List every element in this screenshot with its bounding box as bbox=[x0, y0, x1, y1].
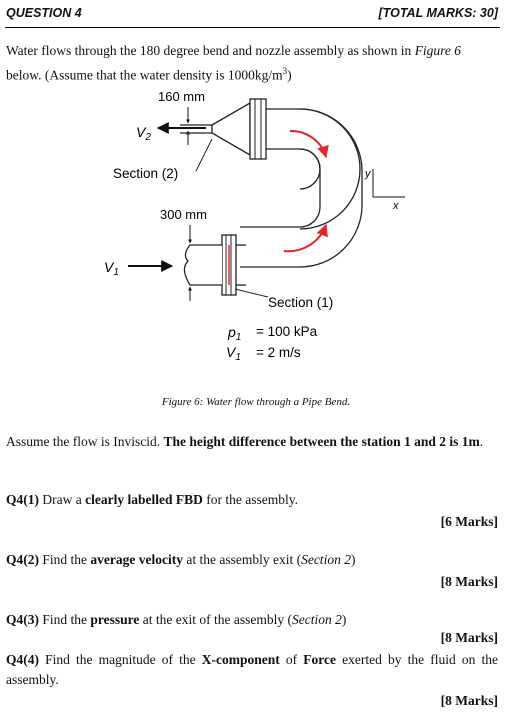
section1-label: Section (1) bbox=[268, 295, 333, 310]
q3-text-3: ) bbox=[341, 612, 347, 627]
intro-paragraph: Water flows through the 180 degree bend … bbox=[6, 41, 498, 86]
q3-text-2: at the exit of the assembly ( bbox=[139, 612, 292, 627]
q3-marks: [8 Marks] bbox=[440, 630, 498, 645]
question-4-2: Q4(2) Find the average velocity at the a… bbox=[6, 550, 498, 570]
q1-marks: [6 Marks] bbox=[440, 514, 498, 529]
nozzle bbox=[211, 101, 251, 157]
question-4-4: Q4(4) Find the magnitude of the X-compon… bbox=[6, 650, 498, 690]
q1-text-1: Draw a bbox=[39, 492, 86, 507]
p1-label: p1 bbox=[227, 324, 241, 343]
q4-text-3: exerted by the fluid on the assembly. bbox=[6, 652, 498, 687]
intro-superscript: 3 bbox=[282, 66, 288, 76]
q4-marks: [8 Marks] bbox=[440, 693, 498, 708]
v1-label: V1 bbox=[104, 259, 119, 278]
axis-y-label: y bbox=[364, 168, 372, 180]
pipe-bend-outer bbox=[240, 108, 363, 268]
dim-160-label: 160 mm bbox=[158, 89, 205, 104]
question-4-3: Q4(3) Find the pressure at the exit of t… bbox=[6, 610, 498, 630]
q4-bold: X-component bbox=[201, 652, 280, 667]
assumption-paragraph: Assume the flow is Inviscid. The height … bbox=[6, 432, 498, 452]
question-4-1: Q4(1) Draw a clearly labelled FBD for th… bbox=[6, 490, 498, 510]
figure-caption: Figure 6: Water flow through a Pipe Bend… bbox=[161, 396, 351, 408]
section2-label: Section (2) bbox=[113, 166, 178, 181]
flow-arrow-lower bbox=[283, 223, 328, 253]
q2-bold: average velocity bbox=[90, 552, 183, 567]
question-heading: QUESTION 4 bbox=[6, 6, 82, 20]
section1-leader bbox=[234, 288, 269, 298]
intro-text: Water flows through the 180 degree bend … bbox=[6, 43, 415, 58]
q4-text-2: of bbox=[279, 652, 304, 667]
section2-leader bbox=[195, 138, 213, 172]
q2-id: Q4(2) bbox=[6, 552, 39, 567]
q3-id: Q4(3) bbox=[6, 612, 39, 627]
assume-bold: The height difference between the statio… bbox=[163, 434, 480, 449]
upper-pipe bbox=[266, 108, 361, 230]
q4-id: Q4(4) bbox=[6, 652, 39, 667]
flow-arrow-upper bbox=[289, 129, 329, 159]
axis-x-label: x bbox=[392, 200, 399, 212]
q2-text-3: ) bbox=[350, 552, 356, 567]
p1-value: = 100 kPa bbox=[256, 324, 318, 339]
v1b-label: V1 bbox=[226, 344, 241, 363]
q2-marks: [8 Marks] bbox=[440, 574, 498, 589]
q2-section: Section 2 bbox=[301, 552, 351, 567]
q3-bold: pressure bbox=[90, 612, 140, 627]
upper-flange bbox=[249, 98, 267, 160]
inlet-pipe bbox=[183, 244, 222, 286]
q2-text-2: at the assembly exit ( bbox=[182, 552, 302, 567]
v2-label: V2 bbox=[136, 124, 151, 143]
intro-text-3: ) bbox=[287, 67, 292, 83]
pipe-bend-figure: 160 mm V2 V1 Section (2) 300 mm Section … bbox=[104, 89, 405, 363]
figure-reference: Figure 6 bbox=[414, 43, 462, 58]
q4-text-1: Find the magnitude of the bbox=[39, 652, 202, 667]
q3-section: Section 2 bbox=[292, 612, 342, 627]
q2-text-1: Find the bbox=[39, 552, 91, 567]
intro-text-2: below. (Assume that the water density is… bbox=[6, 67, 283, 83]
q4-bold-2: Force bbox=[303, 652, 337, 667]
q1-bold: clearly labelled FBD bbox=[85, 492, 203, 507]
assume-text: Assume the flow is Inviscid. bbox=[6, 434, 164, 449]
dim-300-label: 300 mm bbox=[160, 207, 207, 222]
pipe-bend-inner bbox=[240, 148, 321, 228]
assume-end: . bbox=[479, 434, 484, 449]
q3-text-1: Find the bbox=[39, 612, 91, 627]
header-rule bbox=[5, 27, 500, 28]
q1-id: Q4(1) bbox=[6, 492, 39, 507]
total-marks: [TOTAL MARKS: 30] bbox=[378, 6, 498, 20]
v1-value: = 2 m/s bbox=[256, 345, 301, 360]
q1-text-2: for the assembly. bbox=[202, 492, 298, 507]
